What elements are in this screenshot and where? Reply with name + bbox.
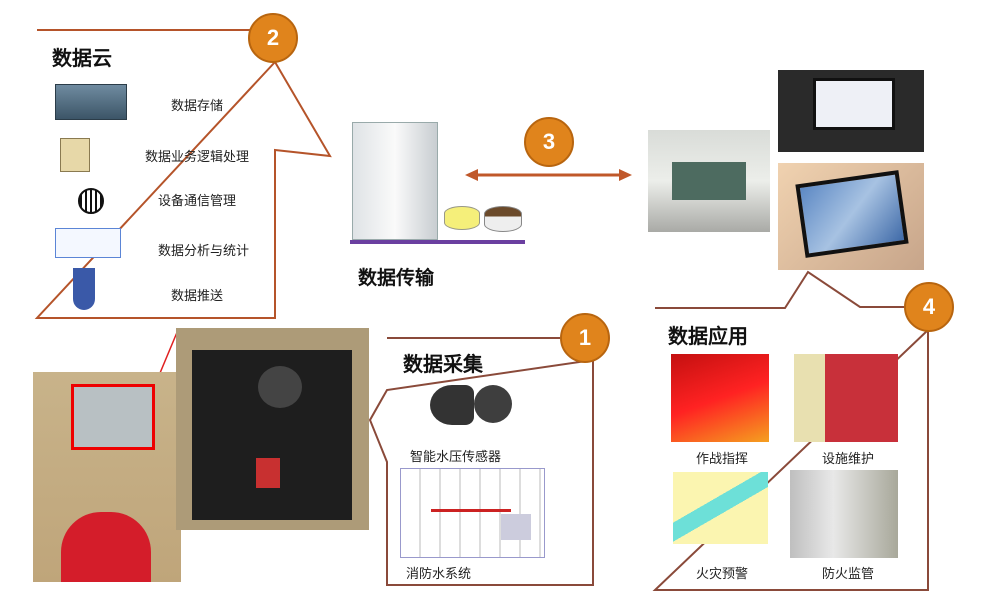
network-bus-line xyxy=(350,240,525,244)
collect-item-label: 智能水压传感器 xyxy=(410,450,502,465)
fire-water-system-diagram xyxy=(400,468,545,558)
command-photo xyxy=(671,354,769,442)
cloud-title: 数据云 xyxy=(52,46,112,70)
collect-callout-outline xyxy=(368,337,594,586)
server-cluster-icon xyxy=(55,228,121,258)
cloud-item-label: 数据分析与统计 xyxy=(158,244,250,259)
fire-warning-map xyxy=(673,472,768,544)
server-database-icon xyxy=(60,138,90,172)
collect-title: 数据采集 xyxy=(403,352,483,376)
apply-item-label: 作战指挥 xyxy=(696,452,749,467)
globe-network-icon xyxy=(78,188,104,214)
control-room-photo xyxy=(648,130,770,232)
tablet-photo xyxy=(778,163,924,270)
apply-title: 数据应用 xyxy=(668,324,748,348)
cloud-item-label: 设备通信管理 xyxy=(158,194,237,209)
bidirectional-arrow xyxy=(465,169,632,181)
cloud-item-label: 数据业务逻辑处理 xyxy=(145,150,250,165)
apply-item-label: 设施维护 xyxy=(822,452,875,467)
database-cylinder-icon xyxy=(484,206,522,232)
database-cylinder-icon xyxy=(444,206,480,230)
server-tower-icon xyxy=(352,122,438,240)
apply-callout-outline xyxy=(652,270,929,591)
supervision-photo xyxy=(790,470,898,558)
apply-item-label: 防火监管 xyxy=(822,567,875,582)
sensor-installation-photo xyxy=(176,328,369,530)
hydrant-ground-photo xyxy=(33,372,181,582)
server-rack-icon xyxy=(55,84,127,120)
step-1-badge: 1 xyxy=(560,313,610,363)
monitor-photo xyxy=(778,70,924,152)
pressure-sensor-icon xyxy=(474,385,512,423)
maintenance-photo xyxy=(794,354,898,442)
step-4-badge: 4 xyxy=(904,282,954,332)
step-3-badge: 3 xyxy=(524,117,574,167)
cloud-item-label: 数据推送 xyxy=(171,289,224,304)
pressure-sensor-icon xyxy=(430,385,474,425)
collect-item-label: 消防水系统 xyxy=(406,567,472,582)
step-2-badge: 2 xyxy=(248,13,298,63)
cloud-item-label: 数据存储 xyxy=(171,99,224,114)
apply-item-label: 火灾预警 xyxy=(696,567,749,582)
firewall-icon xyxy=(73,268,95,310)
transfer-title: 数据传输 xyxy=(358,267,435,289)
